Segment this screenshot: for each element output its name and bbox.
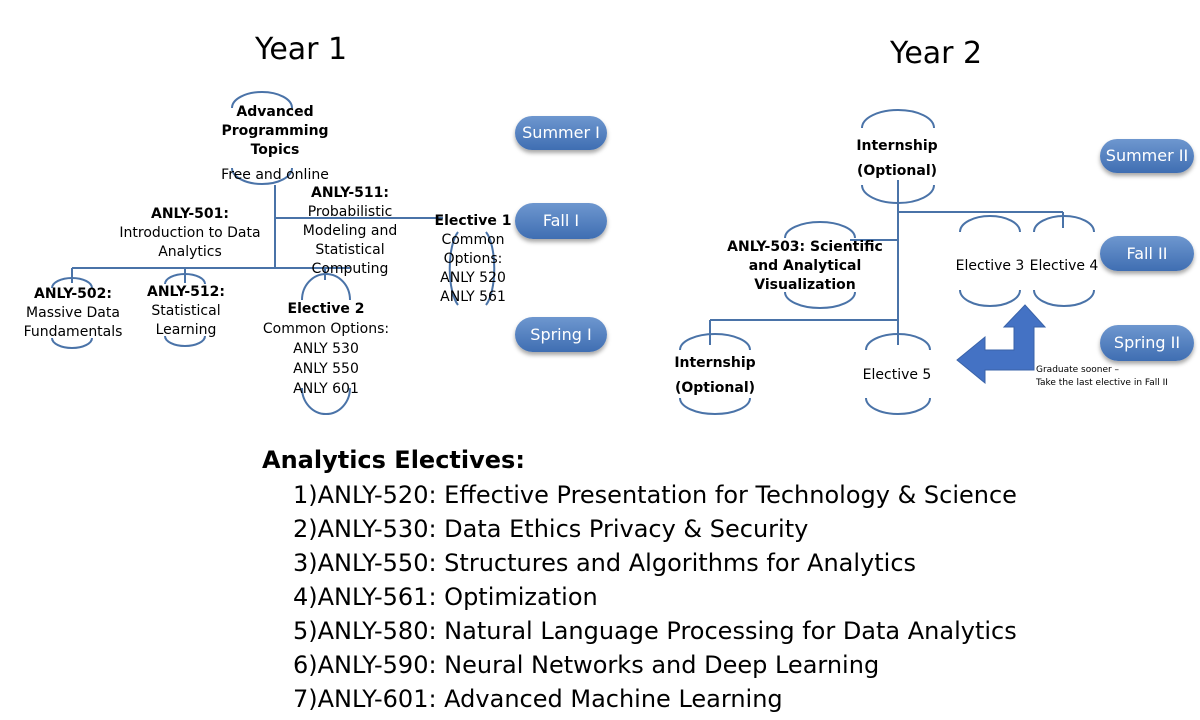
elective-list-item: 4)ANLY-561: Optimization bbox=[293, 583, 598, 611]
arc-502-bottom bbox=[51, 337, 93, 349]
node-internship-bottom: Internship (Optional) bbox=[665, 351, 765, 401]
term-pill-summer-2: Summer II bbox=[1100, 139, 1194, 173]
arc-intern-bottom-a bbox=[679, 333, 751, 351]
node-elective1: Elective 1 Common Options: ANLY 520 ANLY… bbox=[430, 212, 516, 307]
anly501-line-1: Introduction to Data bbox=[119, 225, 261, 241]
internship-bottom-line-1: Internship bbox=[674, 355, 756, 371]
arc-advanced-top bbox=[231, 91, 293, 109]
anly512-line-1: Statistical bbox=[151, 303, 221, 319]
year2-title: Year 2 bbox=[890, 36, 983, 71]
anly502-line-2: Fundamentals bbox=[23, 324, 123, 340]
electives-list: 1)ANLY-520: Effective Presentation for T… bbox=[293, 478, 1173, 716]
node-elective3: Elective 3 bbox=[955, 258, 1025, 274]
node-anly501: ANLY-501: Introduction to Data Analytics bbox=[110, 205, 270, 262]
anly502-line-1: Massive Data bbox=[26, 305, 120, 321]
node-anly511: ANLY-511: Probabilistic Modeling and Sta… bbox=[288, 184, 412, 279]
node-elective4: Elective 4 bbox=[1029, 258, 1099, 274]
arc-intern-top-a bbox=[861, 109, 935, 129]
arc-e5-bottom bbox=[865, 397, 931, 415]
elective-list-item: 7)ANLY-601: Advanced Machine Learning bbox=[293, 685, 783, 713]
anly511-title: ANLY-511: bbox=[310, 185, 389, 201]
advanced-line-2: Programming bbox=[221, 123, 329, 139]
anly503-line-3: Visualization bbox=[754, 277, 856, 293]
term-pill-spring-2: Spring II bbox=[1100, 325, 1194, 361]
node-advanced-programming: Advanced Programming Topics bbox=[215, 103, 335, 160]
arc-512-top bbox=[164, 273, 206, 285]
graduate-sooner-arrow bbox=[956, 304, 1047, 385]
node-elective2: Elective 2 Common Options: ANLY 530 ANLY… bbox=[258, 299, 394, 399]
anly512-title: ANLY-512: bbox=[146, 284, 225, 300]
note-line-2: Take the last elective in Fall II bbox=[1036, 378, 1168, 388]
anly502-title: ANLY-502: bbox=[33, 286, 112, 302]
elective1-title: Elective 1 bbox=[434, 213, 512, 229]
elective2-title: Elective 2 bbox=[287, 301, 365, 317]
elective2-line-2: ANLY 530 bbox=[293, 341, 359, 357]
advanced-line-3: Topics bbox=[250, 142, 300, 158]
anly511-line-2: Modeling and bbox=[302, 223, 398, 239]
internship-top-line-1: Internship bbox=[856, 138, 938, 154]
elective-list-item: 2)ANLY-530: Data Ethics Privacy & Securi… bbox=[293, 515, 809, 543]
advanced-line-1: Advanced bbox=[236, 104, 314, 120]
elective-list-item: 1)ANLY-520: Effective Presentation for T… bbox=[293, 481, 1017, 509]
arc-intern-top-b bbox=[861, 184, 935, 204]
elective-list-item: 5)ANLY-580: Natural Language Processing … bbox=[293, 617, 1017, 645]
year1-title: Year 1 bbox=[255, 32, 348, 67]
arc-e3-bottom bbox=[959, 289, 1021, 307]
anly512-line-2: Learning bbox=[155, 322, 217, 338]
anly501-line-2: Analytics bbox=[158, 244, 222, 260]
graduate-sooner-note: Graduate sooner – Take the last elective… bbox=[1036, 364, 1186, 390]
elective2-line-1: Common Options: bbox=[262, 321, 390, 337]
note-line-1: Graduate sooner – bbox=[1036, 365, 1120, 375]
internship-bottom-line-2: (Optional) bbox=[674, 380, 756, 396]
node-anly503: ANLY-503: Scientific and Analytical Visu… bbox=[722, 238, 888, 295]
elective1-line-4: ANLY 561 bbox=[440, 289, 506, 305]
anly503-line-1: ANLY-503: Scientific bbox=[727, 239, 883, 255]
arc-e1-right bbox=[485, 231, 496, 306]
arc-e1-left bbox=[448, 231, 459, 306]
elective1-line-3: ANLY 520 bbox=[440, 270, 506, 286]
node-anly502: ANLY-502: Massive Data Fundamentals bbox=[14, 285, 132, 342]
elective1-line-2: Options: bbox=[443, 251, 503, 267]
arc-e2-bottom bbox=[301, 387, 351, 415]
electives-heading: Analytics Electives: bbox=[262, 446, 525, 474]
term-pill-fall-1: Fall I bbox=[515, 203, 607, 239]
arc-advanced-bottom bbox=[231, 167, 293, 185]
arc-e4-bottom bbox=[1033, 289, 1095, 307]
arc-e2-top bbox=[301, 273, 351, 301]
elective-list-item: 3)ANLY-550: Structures and Algorithms fo… bbox=[293, 549, 917, 577]
node-internship-top: Internship (Optional) bbox=[847, 134, 947, 184]
anly511-line-4: Computing bbox=[311, 261, 389, 277]
arc-e5-top bbox=[865, 333, 931, 351]
elective2-line-3: ANLY 550 bbox=[293, 361, 359, 377]
arc-e3-top bbox=[959, 215, 1021, 233]
anly511-line-1: Probabilistic bbox=[307, 204, 393, 220]
elective-list-item: 6)ANLY-590: Neural Networks and Deep Lea… bbox=[293, 651, 880, 679]
internship-top-line-2: (Optional) bbox=[856, 163, 938, 179]
node-elective5: Elective 5 bbox=[862, 367, 932, 383]
term-pill-fall-2: Fall II bbox=[1100, 236, 1194, 271]
node-anly512: ANLY-512: Statistical Learning bbox=[136, 283, 236, 340]
term-pill-summer-1: Summer I bbox=[515, 116, 607, 150]
anly501-title: ANLY-501: bbox=[150, 206, 229, 222]
term-pill-spring-1: Spring I bbox=[515, 317, 607, 352]
arc-intern-bottom-b bbox=[679, 397, 751, 415]
arc-502-top bbox=[51, 277, 93, 289]
arc-503-bottom bbox=[784, 291, 856, 309]
advanced-subtitle: Free and online bbox=[221, 167, 329, 183]
arc-503-top bbox=[784, 221, 856, 239]
elective1-line-1: Common bbox=[441, 232, 505, 248]
arc-e4-top bbox=[1033, 215, 1095, 233]
arc-512-bottom bbox=[164, 335, 206, 347]
anly503-line-2: and Analytical bbox=[748, 258, 862, 274]
anly511-line-3: Statistical bbox=[315, 242, 385, 258]
elective2-line-4: ANLY 601 bbox=[293, 381, 359, 397]
